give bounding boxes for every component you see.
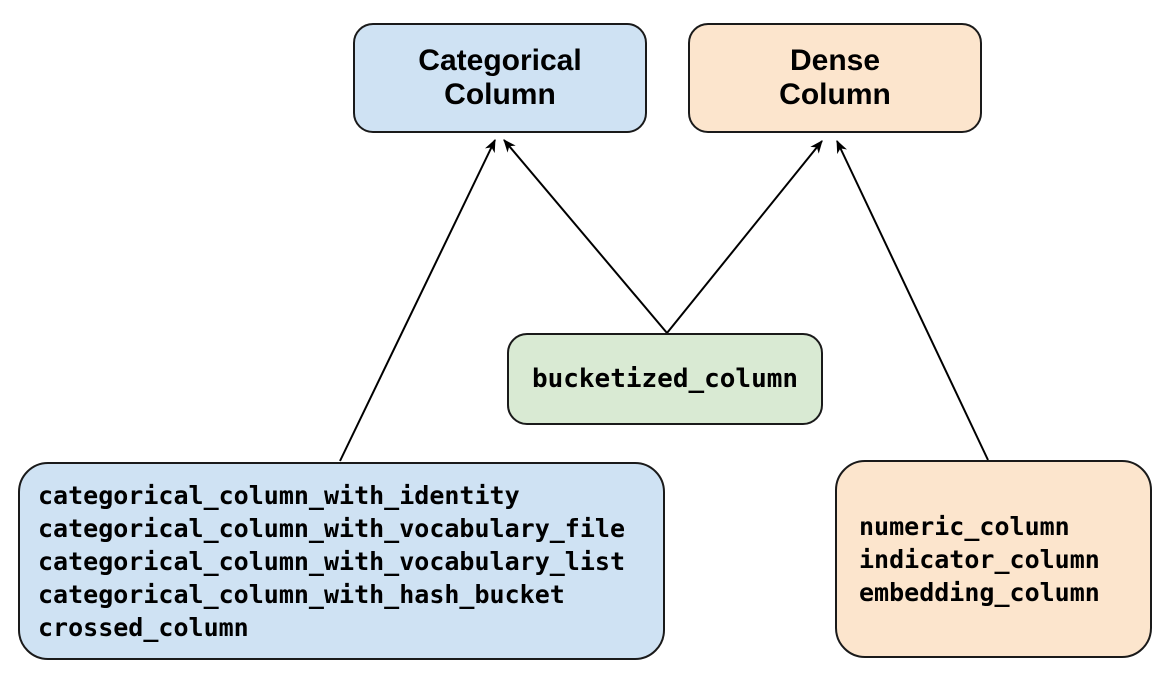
edge-bucketized-column-to-dense-column [666,140,823,334]
list-item: categorical_column_with_vocabulary_file [38,513,625,543]
list-item: categorical_column_with_hash_bucket [38,579,565,609]
node-bucketized-column-label: bucketized_column [531,363,799,394]
list-item: categorical_column_with_identity [38,480,520,510]
node-dense-column: Dense Column [688,23,982,133]
edge-bucketized-column-to-categorical-column [503,139,668,334]
edge-categorical-functions-to-categorical-column [339,139,496,462]
list-item: indicator_column [859,544,1100,574]
node-bucketized-column: bucketized_column [507,333,823,425]
list-item: crossed_column [38,612,249,642]
node-categorical-functions: categorical_column_with_identity categor… [18,462,665,660]
list-item: numeric_column [859,511,1070,541]
node-categorical-column-label: Categorical Column [418,44,582,111]
list-item: embedding_column [859,577,1100,607]
edge-dense-functions-to-dense-column [836,140,989,461]
node-dense-functions: numeric_column indicator_column embeddin… [835,460,1152,658]
list-item: categorical_column_with_vocabulary_list [38,546,625,576]
node-dense-column-label: Dense Column [779,44,891,111]
node-categorical-column: Categorical Column [353,23,647,133]
